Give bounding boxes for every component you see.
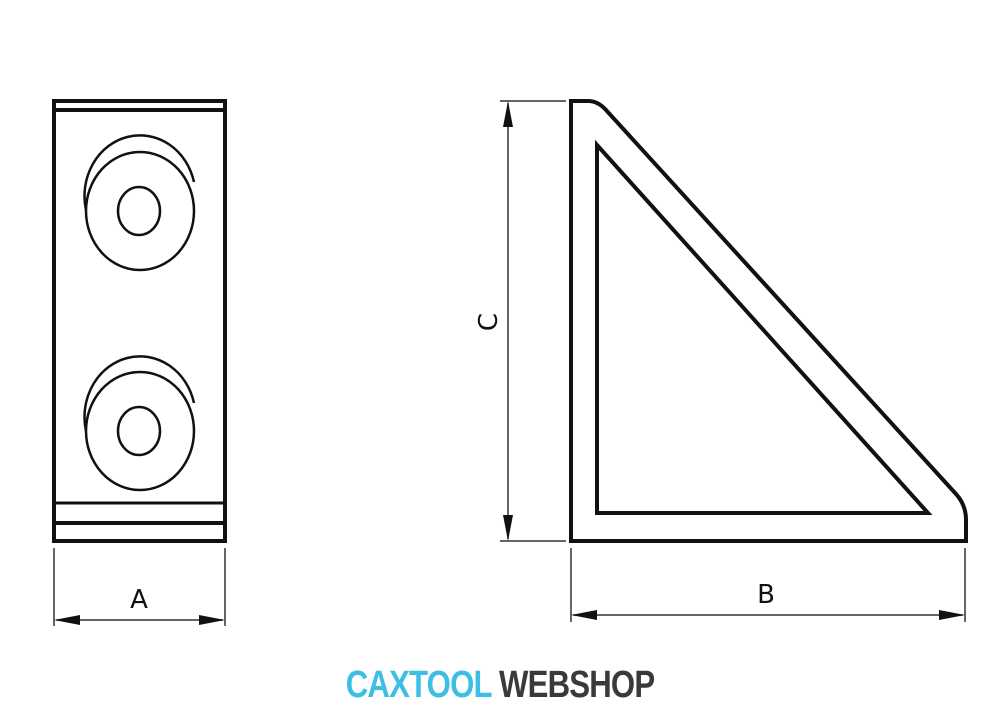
dimension-a [53,548,226,626]
logo-webshop: WEBSHOP [499,664,655,706]
triangle-inner [595,139,933,515]
front-view-outline [52,99,227,543]
lower-hole [83,355,196,492]
logo-caxtool: CAXTOOL [345,664,492,706]
triangle-outer [569,99,968,543]
dimension-a-label: A [130,585,148,615]
dimension-b [570,548,966,622]
upper-hole [83,134,196,272]
dimension-b-label: B [757,580,775,610]
dimension-c-label: C [474,313,504,331]
dimension-c [500,100,566,542]
side-view [569,99,968,543]
caxtool-webshop-logo: CAXTOOL WEBSHOP [90,664,910,707]
front-view [52,99,227,543]
